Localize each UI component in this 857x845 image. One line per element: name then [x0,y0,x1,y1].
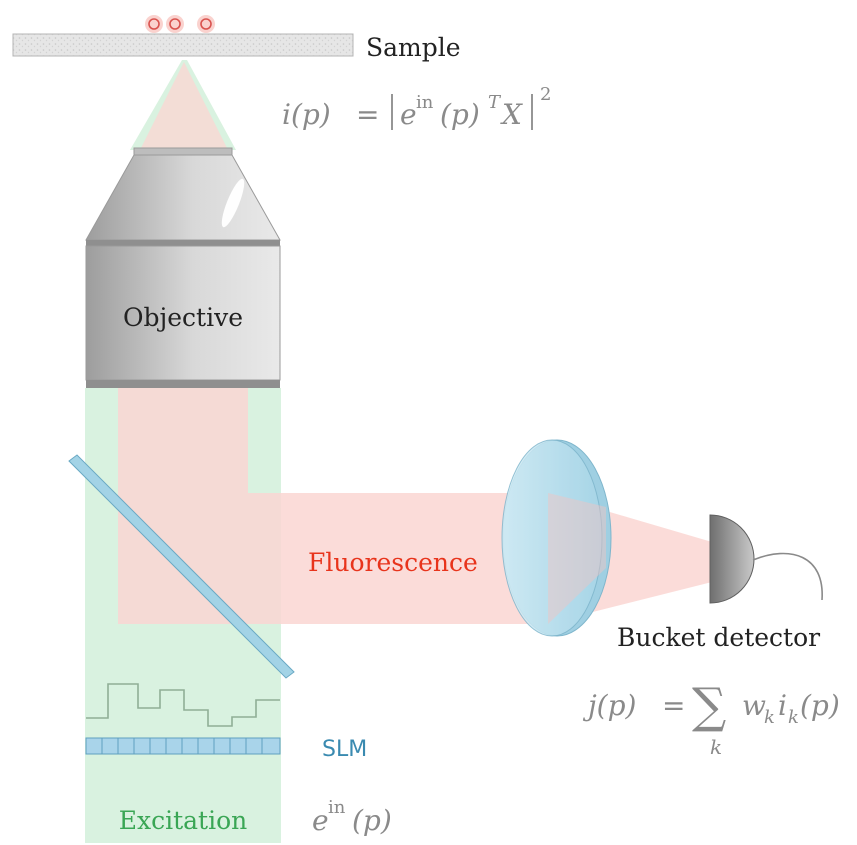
bucket-detector-icon [709,514,823,604]
svg-text:j(p): j(p) [582,689,636,722]
svg-text:2: 2 [540,84,551,105]
svg-text:=: = [356,98,379,131]
intensity-equation: i(p) = e in (p) T X 2 [282,84,551,131]
slm-phase-profile [86,683,280,727]
excitation-field-equation: e in (p) [312,797,392,837]
fluorescence-label: Fluorescence [308,548,478,577]
svg-text:(p): (p) [352,804,392,837]
svg-text:w: w [742,689,766,722]
svg-text:e: e [312,804,329,837]
sample-label: Sample [366,33,461,62]
fluorophore-dots [145,15,215,33]
svg-text:e: e [400,98,417,131]
slm-label: SLM [322,737,367,762]
fluorescence-beam-vertical [118,388,248,624]
fluorophore-dot [200,18,212,30]
sample-slide-glass [12,33,354,57]
sample-slide [12,15,354,57]
fluorophore-dot [169,18,181,30]
objective-icon [85,147,281,388]
slm-icon [85,737,281,755]
fluorophore-dot [148,18,160,30]
svg-text:(p): (p) [800,689,840,722]
svg-text:(p): (p) [440,98,480,131]
dichroic-mirror-icon [68,454,295,679]
svg-text:∑: ∑ [692,678,726,734]
objective-label: Objective [123,303,243,332]
svg-text:in: in [416,92,434,113]
bucket-equation: j(p) = ∑ k w k i k (p) [582,678,840,759]
svg-text:k: k [788,707,799,728]
lens-icon [501,439,612,637]
svg-text:T: T [488,92,502,113]
svg-text:i: i [778,689,787,722]
svg-text:in: in [328,797,346,818]
svg-text:=: = [662,689,685,722]
svg-text:X: X [500,98,523,131]
bucket-detector-label: Bucket detector [617,623,820,652]
svg-text:k: k [764,707,775,728]
svg-text:k: k [710,735,722,759]
fluorescence-cone [140,62,228,150]
excitation-label: Excitation [119,806,248,835]
svg-text:i(p): i(p) [282,98,331,131]
